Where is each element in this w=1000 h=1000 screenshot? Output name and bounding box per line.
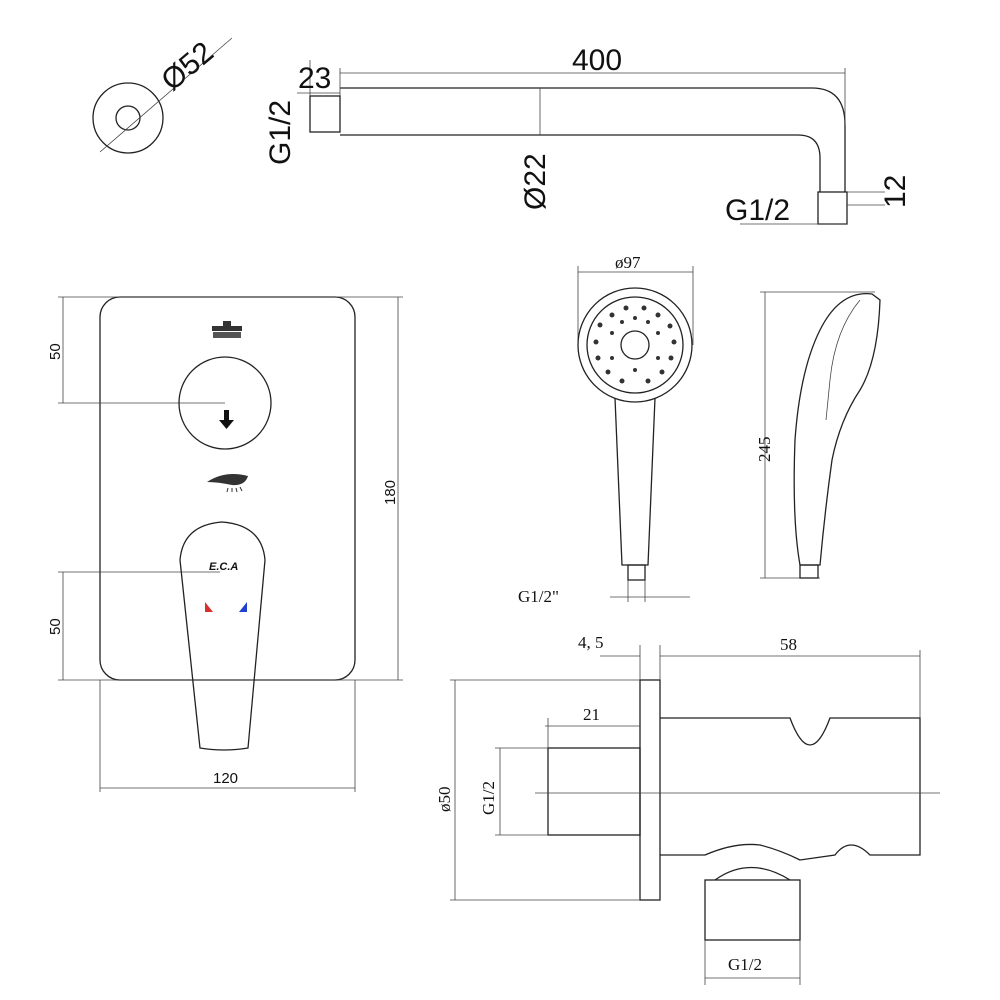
- outlet-inlet-thread-label: G1/2: [479, 781, 498, 815]
- wall-outlet-view: 4, 5 58 21 ø50 G1/2 G1/2: [435, 633, 940, 985]
- arm-inlet-thread-label: G1/2: [264, 100, 297, 165]
- arm-outlet-thread-label: G1/2: [725, 194, 790, 227]
- outlet-thread-length-label: 21: [583, 705, 600, 724]
- mixer-front-view: E.C.A 50 180 50 120: [47, 296, 403, 792]
- hand-shower-length-label: 245: [755, 437, 774, 463]
- mixer-lever[interactable]: [179, 521, 266, 751]
- mixer-lever-offset-label: 50: [47, 618, 64, 635]
- outlet-outlet-thread-label: G1/2: [728, 955, 762, 974]
- hand-shower-front-view: ø97 G1/2": [518, 253, 694, 606]
- mixer-width-label: 120: [213, 770, 238, 787]
- mixer-height-label: 180: [382, 480, 399, 505]
- arm-pipe-diameter-label: Ø22: [519, 153, 552, 210]
- plate-thickness-label: 4, 5: [578, 633, 604, 652]
- hot-indicator-icon: [205, 602, 213, 612]
- hand-shower-icon: [207, 474, 248, 493]
- flange-view: Ø52: [92, 36, 233, 154]
- cold-indicator-icon: [239, 602, 247, 612]
- diverter-arrow-icon: [219, 410, 234, 429]
- mixer-top-offset-label: 50: [47, 343, 64, 360]
- outlet-depth-label: 58: [780, 635, 797, 654]
- arm-length-label: 400: [572, 44, 622, 77]
- eca-logo: E.C.A: [209, 561, 238, 573]
- hand-shower-side-view: 245: [755, 291, 881, 579]
- plate-diameter-label: ø50: [435, 787, 454, 813]
- arm-thread-length-label: 23: [298, 62, 331, 95]
- hand-shower-diameter-label: ø97: [615, 253, 641, 272]
- hand-shower-thread-label: G1/2": [518, 587, 559, 606]
- overhead-shower-icon: [212, 321, 242, 338]
- arm-outlet-length-label: 12: [879, 175, 912, 208]
- flange-diameter-label: Ø52: [155, 36, 220, 98]
- shower-arm-view: 400 23 G1/2 Ø22 G1/2 12: [264, 44, 912, 227]
